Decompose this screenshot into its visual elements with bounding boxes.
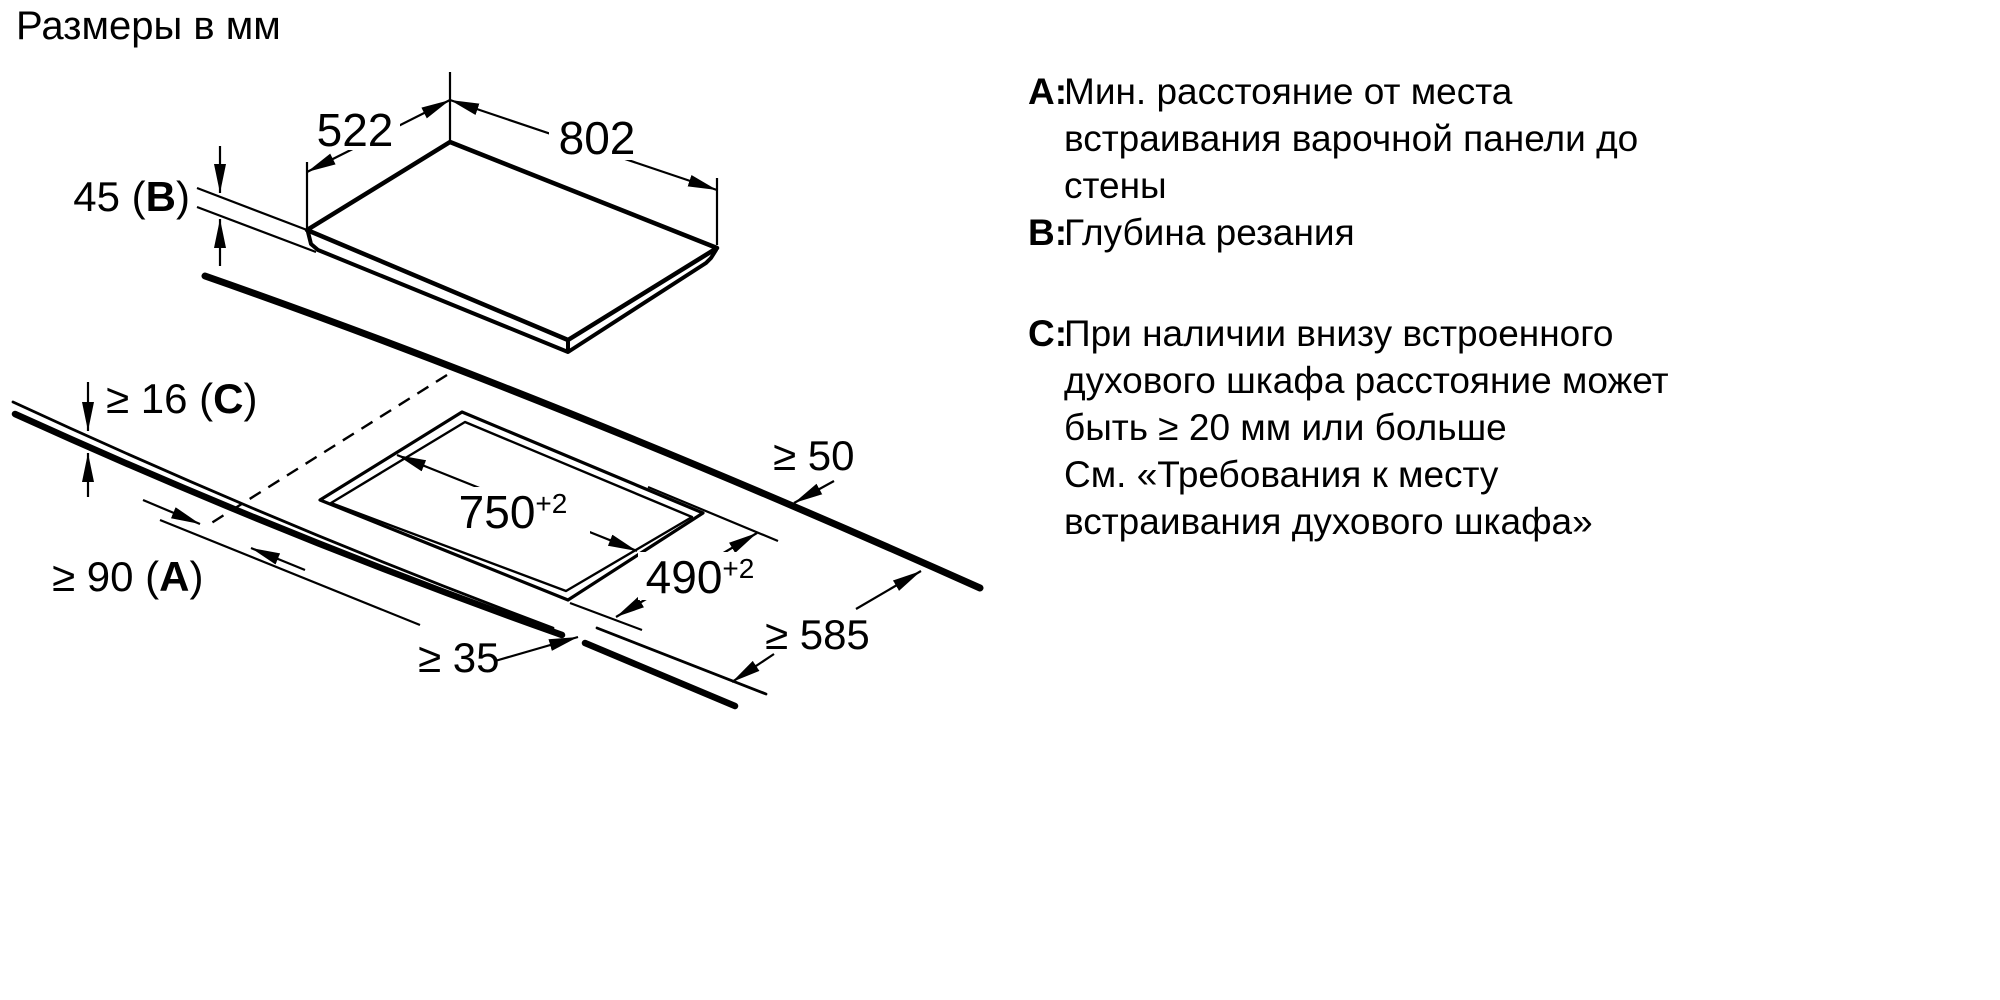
legend-c-line: встраивания духового шкафа»	[1064, 501, 1593, 542]
legend-a-line: Мин. расстояние от места	[1064, 71, 1513, 112]
label-hob-width: 802	[559, 112, 636, 164]
legend-c-line: духового шкафа расстояние может	[1064, 360, 1669, 401]
installation-diagram: 522 802 45 (B) ≥ 16 (C) ≥ 90 (A) 750+2 4…	[11, 72, 984, 710]
hob-panel-top-face	[304, 139, 720, 343]
label-hob-depth: 522	[317, 104, 394, 156]
dim-arrow-50	[793, 480, 835, 504]
label-cutout-width: 490+2	[646, 551, 755, 603]
label-worktop-depth: ≥ 585	[765, 611, 870, 658]
worktop-front-bottom-edge	[11, 410, 566, 639]
ext-line-hob-thickness-top	[196, 186, 308, 232]
legend-key-c: C:	[1028, 313, 1068, 354]
dim-arrow-90-left	[142, 498, 201, 526]
legend-a-line: встраивания варочной панели до	[1064, 118, 1639, 159]
label-wall-distance-front: ≥ 90 (A)	[52, 553, 203, 600]
legend-c-line: См. «Требования к месту	[1064, 454, 1499, 495]
dim-arrow-585-front	[731, 653, 775, 683]
legend-item-b: B: Глубина резания	[1028, 209, 1355, 256]
dim-arrow-585-back	[855, 570, 922, 610]
worktop-front-top-edge	[11, 400, 555, 630]
worktop-front-bottom-edge-right	[581, 639, 739, 710]
ext-line-hob-thickness-bottom	[196, 205, 317, 254]
ext-line-cutout-width-a	[647, 485, 779, 543]
legend-key-a: A:	[1028, 71, 1068, 112]
legend-c-line: быть ≥ 20 мм или больше	[1064, 407, 1507, 448]
label-bg-522	[310, 106, 400, 150]
label-hob-height: 45 (B)	[73, 173, 190, 220]
legend-a-line: стены	[1064, 165, 1167, 206]
dim-arrow-90-right	[250, 546, 306, 572]
label-bg-490	[638, 552, 773, 600]
label-bg-802	[549, 112, 646, 160]
label-back-clearance: ≥ 50	[773, 432, 854, 479]
legend-item-c: C: При наличии внизу встроенного духовог…	[1028, 310, 1669, 545]
ext-line-wall-reference	[159, 518, 421, 627]
legend-b-line: Глубина резания	[1064, 212, 1355, 253]
legend-key-b: B:	[1028, 212, 1068, 253]
label-cutout-length: 750+2	[459, 486, 568, 538]
legend-item-a: A: Мин. расстояние от места встраивания …	[1028, 68, 1638, 209]
page-title: Размеры в мм	[16, 4, 281, 48]
label-front-clearance: ≥ 35	[418, 634, 499, 681]
ext-line-cutout-width-b	[569, 601, 643, 632]
projection-dashed-line	[204, 373, 448, 529]
legend-c-line: При наличии внизу встроенного	[1064, 313, 1614, 354]
dim-arrow-35	[494, 635, 579, 663]
worktop-front-top-edge-right	[595, 626, 768, 696]
label-worktop-thickness: ≥ 16 (C)	[106, 375, 257, 422]
label-bg-750	[450, 487, 590, 535]
worktop-back-edge	[201, 272, 984, 592]
